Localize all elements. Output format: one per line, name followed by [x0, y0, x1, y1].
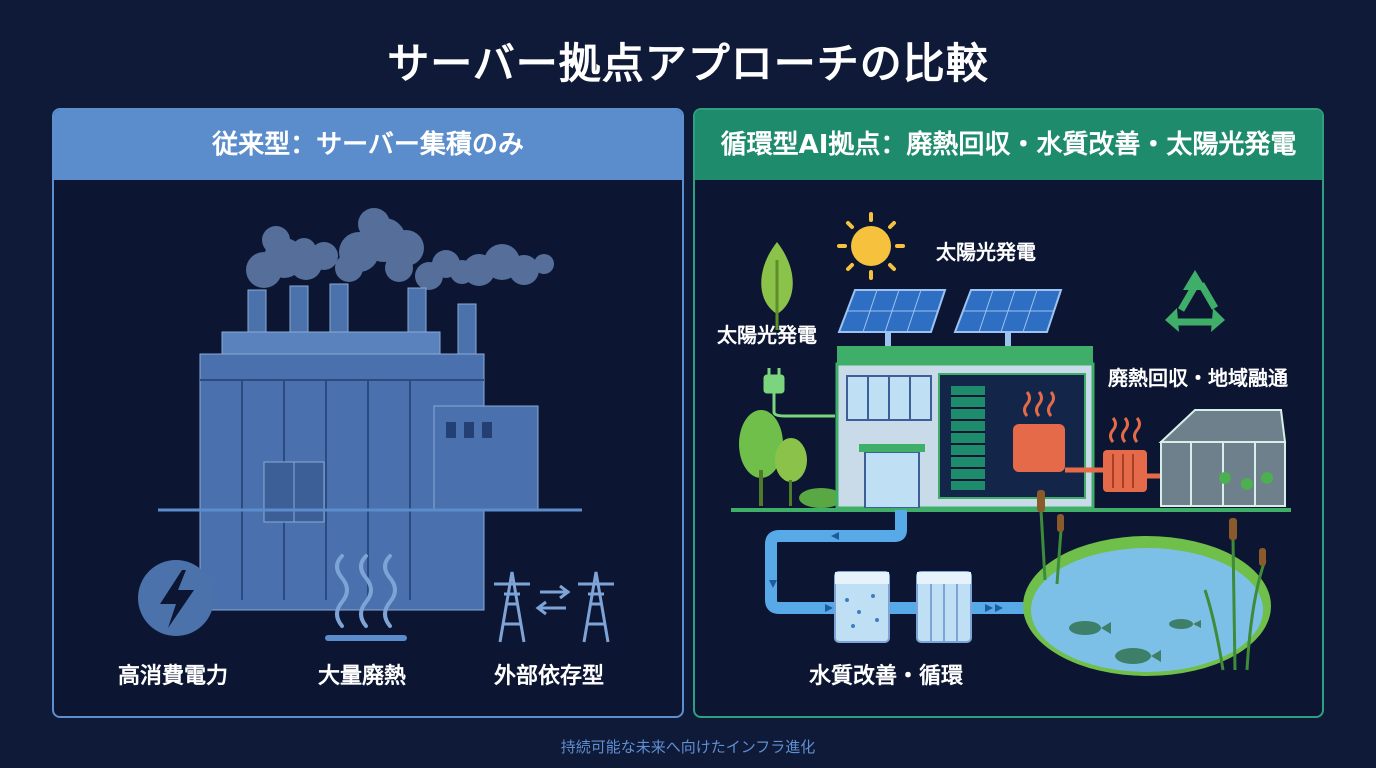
footer-caption: 持続可能な未来へ向けたインフラ進化 — [560, 738, 816, 756]
greenhouse — [1158, 409, 1287, 507]
plug-icon — [763, 368, 835, 418]
pond — [1023, 490, 1271, 676]
conventional-panel-header: 従来型：サーバー集積のみ — [54, 110, 682, 180]
label-water-improvement: 水質改善・循環 — [809, 664, 964, 689]
leaf-icon — [761, 242, 793, 330]
solar-panel-icon — [837, 289, 1063, 350]
trees — [739, 410, 843, 508]
label-external-dependency: 外部依存型 — [494, 664, 605, 689]
label-solar-top: 太陽光発電 — [936, 240, 1036, 264]
sun-icon — [837, 212, 905, 280]
circular-hub-illustration — [731, 212, 1291, 676]
circular-panel-header: 循環型AI拠点：廃熱回収・水質改善・太陽光発電 — [695, 110, 1322, 180]
factory-illustration — [138, 208, 614, 643]
circular-panel: 循環型AI拠点：廃熱回収・水質改善・太陽光発電 — [693, 108, 1324, 718]
heat-exchanger — [1103, 417, 1147, 492]
filter-tanks — [834, 571, 972, 643]
label-high-power: 高消費電力 — [118, 664, 229, 689]
label-solar-left: 太陽光発電 — [717, 323, 817, 347]
heat-waves-icon — [325, 554, 407, 641]
recycle-icon — [1165, 270, 1225, 332]
conventional-panel: 従来型：サーバー集積のみ — [52, 108, 684, 718]
fish-icon — [1069, 619, 1201, 664]
data-center-building — [835, 346, 1095, 510]
label-waste-heat: 大量廃熱 — [318, 664, 407, 689]
lightning-icon — [138, 560, 214, 636]
cattails — [1039, 509, 1267, 671]
label-heat-recovery: 廃熱回収・地域融通 — [1108, 366, 1288, 390]
power-tower-icon — [494, 571, 614, 643]
smoke-clouds — [246, 208, 554, 290]
page-title: サーバー拠点アプローチの比較 — [387, 39, 989, 88]
